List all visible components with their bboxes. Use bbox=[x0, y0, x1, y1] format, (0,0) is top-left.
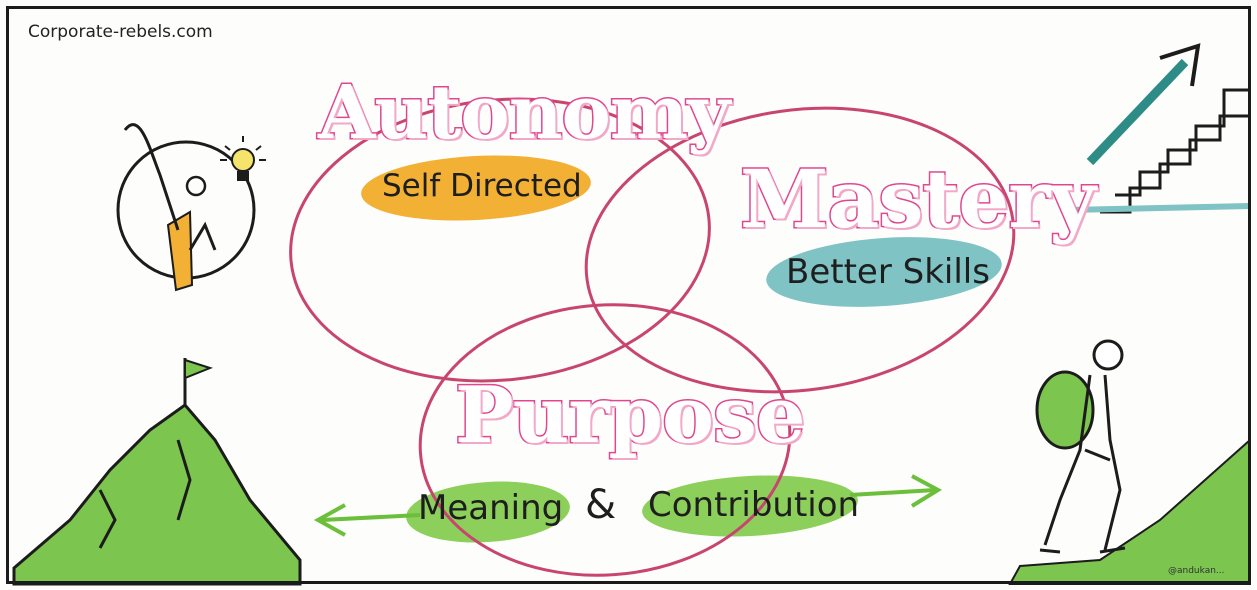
purpose-circle bbox=[418, 303, 792, 577]
left-arrow-icon bbox=[313, 503, 421, 537]
right-arrow-icon bbox=[849, 474, 943, 508]
purpose-subtitle-right: Contribution bbox=[648, 485, 860, 525]
hiker-icon bbox=[1008, 339, 1251, 585]
better-skills-highlight bbox=[766, 237, 1002, 307]
mastery-circle bbox=[584, 106, 1016, 394]
mastery-title: Mastery bbox=[739, 151, 1098, 248]
meaning-highlight bbox=[406, 481, 570, 543]
autonomy-circle bbox=[289, 97, 711, 383]
site-label: Corporate-rebels.com bbox=[28, 22, 213, 42]
mastery-subtitle: Better Skills bbox=[786, 252, 990, 292]
autonomy-subtitle: Self Directed bbox=[382, 168, 582, 204]
artist-signature: @andukan... bbox=[1168, 566, 1225, 576]
purpose-title: Purpose bbox=[454, 369, 808, 463]
purpose-subtitle-left: Meaning bbox=[418, 488, 564, 528]
contribution-highlight bbox=[642, 475, 858, 537]
autonomy-title: Autonomy bbox=[316, 69, 731, 158]
purpose-subtitle-ampersand: & bbox=[585, 482, 617, 528]
mountain-flag-icon bbox=[12, 358, 302, 586]
lightbulb-person-icon bbox=[116, 123, 266, 292]
self-directed-highlight bbox=[361, 155, 591, 221]
stairs-arrow-icon bbox=[1067, 43, 1251, 214]
